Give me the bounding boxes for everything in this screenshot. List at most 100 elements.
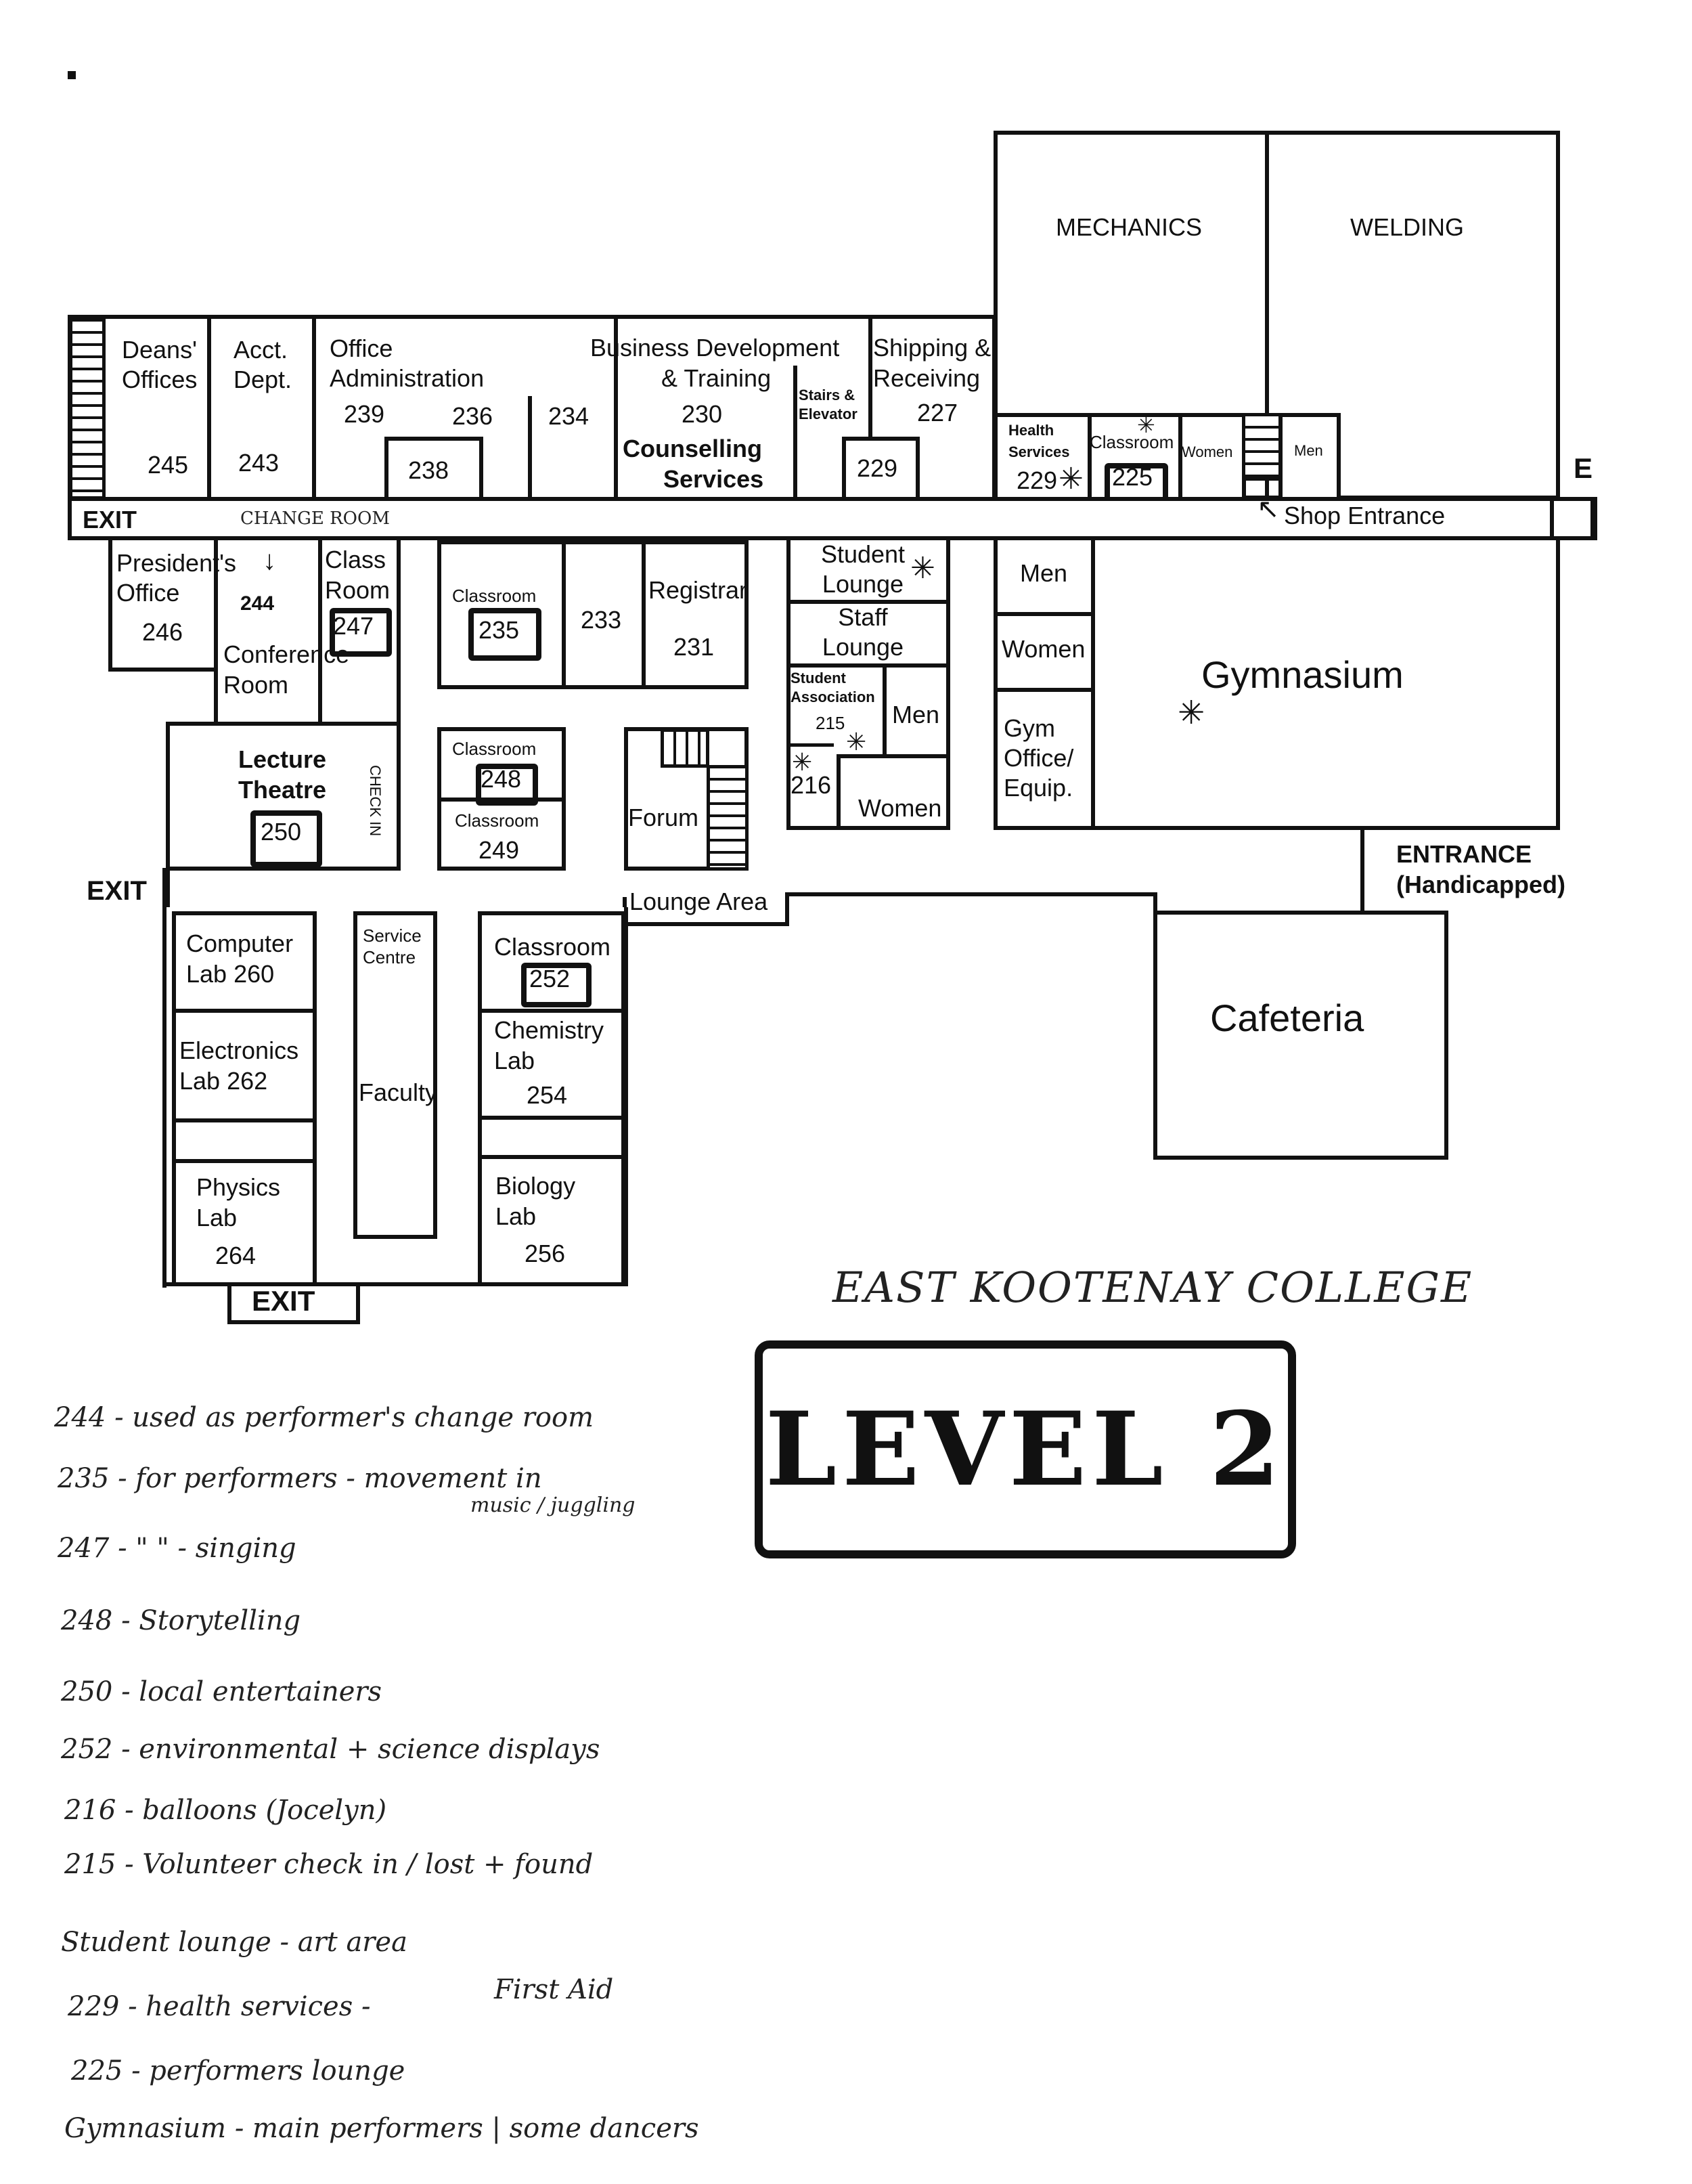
- label-exit-bottom: EXIT: [252, 1285, 315, 1317]
- note-248: 248 - Storytelling: [61, 1605, 301, 1636]
- label-electronics-lab: Electronics: [179, 1036, 299, 1064]
- label-health-services: Services: [1008, 443, 1070, 460]
- label-check-in: CHECK IN: [367, 765, 384, 837]
- label-class-room: Room: [325, 576, 391, 604]
- label-conference: Conference: [223, 640, 350, 668]
- label-room-249: 249: [478, 836, 520, 864]
- wall: [994, 688, 1094, 692]
- wall: [785, 892, 789, 926]
- label-shipping: Shipping &: [873, 334, 992, 362]
- asterisk-icon: ✳: [1137, 413, 1155, 437]
- room-electronics-lab: [172, 1009, 317, 1122]
- wall: [528, 396, 532, 501]
- label-entrance: ENTRANCE: [1396, 840, 1532, 868]
- label-deans-offices: Deans' Offices: [122, 336, 198, 393]
- label-room-252: 252: [529, 965, 571, 992]
- note-gymnasium: Gymnasium - main performers | some dance…: [64, 2113, 699, 2144]
- label-cafeteria: Cafeteria: [1210, 997, 1364, 1039]
- room-women-mid: [837, 754, 950, 830]
- highlight-box: [476, 764, 538, 806]
- label-acct-dept: Acct. Dept.: [233, 336, 292, 393]
- label-receiving: Receiving: [873, 364, 981, 392]
- arrow-icon: ↖: [1257, 494, 1280, 524]
- label-business-dev: Business Development: [590, 334, 840, 362]
- asterisk-icon: ✳: [910, 552, 935, 585]
- room-249: [437, 798, 566, 871]
- label-room-256: 256: [525, 1240, 566, 1267]
- label-shop-entrance: Shop Entrance: [1284, 502, 1446, 529]
- label-student-assoc: Student Association: [791, 670, 875, 705]
- label-room-238: 238: [408, 456, 449, 484]
- label-room-225: 225: [1112, 463, 1153, 491]
- label-lecture: Lecture: [238, 745, 327, 773]
- label-chemistry: Chemistry: [494, 1016, 604, 1044]
- note-250: 250 - local entertainers: [61, 1676, 382, 1707]
- label-room-233: 233: [581, 606, 622, 634]
- note-229: 229 - health services -: [68, 1991, 371, 2022]
- wall: [562, 540, 566, 689]
- wall: [1360, 826, 1364, 911]
- stairs-forum-top: [661, 728, 709, 768]
- label-women-mid: Women: [858, 794, 942, 822]
- label-forum: Forum: [628, 804, 699, 831]
- room-men-top: [1278, 413, 1341, 501]
- label-room-244: 244: [240, 592, 275, 615]
- scan-mark: [68, 71, 76, 79]
- room-men-mid: [883, 663, 950, 758]
- label-room-264: 264: [215, 1242, 257, 1269]
- label-room-227: 227: [917, 399, 958, 427]
- label-lounge-area: Lounge Area: [629, 888, 768, 915]
- label-room-216: 216: [791, 771, 832, 799]
- label-room-215: 215: [816, 713, 845, 733]
- label-service-centre: Service Centre: [363, 925, 422, 967]
- label-men-mid: Men: [892, 701, 940, 728]
- label-classroom-225: Classroom: [1090, 432, 1174, 452]
- label-men-top: Men: [1294, 442, 1323, 459]
- wall: [1091, 536, 1095, 830]
- label-theatre: Theatre: [238, 776, 327, 804]
- label-mechanics: MECHANICS: [1056, 213, 1203, 241]
- label-bio-lab: Lab: [495, 1202, 537, 1230]
- label-staff-lounge: Staff Lounge: [822, 603, 904, 661]
- wall: [207, 315, 211, 501]
- label-classroom-235: Classroom: [452, 586, 537, 606]
- label-gymnasium: Gymnasium: [1201, 653, 1404, 696]
- label-room-231: 231: [673, 633, 715, 661]
- note-244: 244 - used as performer's change room: [54, 1402, 594, 1433]
- stairs-left: [69, 318, 106, 500]
- wall: [623, 922, 789, 926]
- label-room-243: 243: [238, 449, 280, 477]
- label-women-gym: Women: [1002, 635, 1086, 663]
- room-biology-lab: [478, 1155, 625, 1286]
- wall: [868, 315, 872, 501]
- label-room-250: 250: [261, 818, 302, 846]
- label-services: Services: [663, 465, 764, 493]
- highlight-box: [330, 608, 392, 657]
- room-238: [384, 437, 483, 501]
- asterisk-icon: ✳: [1059, 462, 1084, 496]
- room-gym-block: [994, 536, 1560, 830]
- label-stairs-elevator: Stairs & Elevator: [799, 387, 858, 422]
- label-gym-office: Gym Office/ Equip.: [1004, 714, 1074, 802]
- room-252: [478, 911, 625, 1013]
- label-exit-left-mid: EXIT: [87, 876, 147, 906]
- wall: [162, 868, 166, 1288]
- exit-bottom-box: [227, 1282, 360, 1324]
- top-office-row: [68, 315, 996, 501]
- label-women-top: Women: [1182, 443, 1233, 460]
- note-225: 225 - performers lounge: [71, 2055, 405, 2087]
- wall: [994, 612, 1094, 616]
- room-classrooms-block: [437, 540, 749, 689]
- note-252: 252 - environmental + science displays: [61, 1734, 600, 1765]
- label-exit-right-top: E: [1574, 452, 1593, 484]
- label-room-229a: 229: [857, 454, 898, 482]
- label-class: Class: [325, 546, 386, 573]
- label-computer-lab: Computer: [186, 930, 294, 957]
- stairs-top-right: [1242, 413, 1283, 481]
- label-faculty: Faculty: [359, 1078, 438, 1106]
- label-classroom-252: Classroom: [494, 933, 611, 961]
- label-computer-lab-2: Lab 260: [186, 960, 275, 988]
- stairs-forum-right: [707, 765, 749, 871]
- note-229-cont: First Aid: [494, 1974, 614, 2005]
- label-and-training: & Training: [661, 364, 772, 392]
